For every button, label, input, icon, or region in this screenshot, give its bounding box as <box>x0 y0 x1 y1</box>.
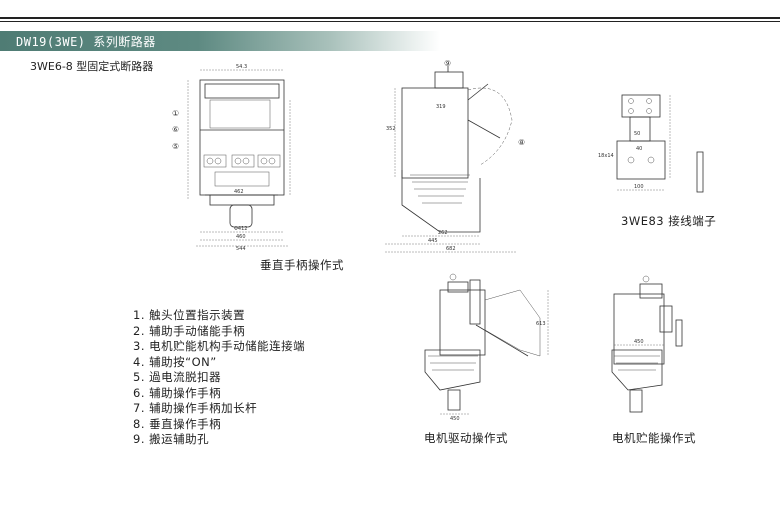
svg-text:50: 50 <box>634 131 640 137</box>
svg-text:682: 682 <box>446 246 456 252</box>
svg-text:462: 462 <box>234 189 244 195</box>
legend-item: 8. 垂直操作手柄 <box>133 416 222 431</box>
svg-text:544: 544 <box>236 246 246 252</box>
svg-text:445: 445 <box>428 238 438 244</box>
legend-item: 9. 搬运辅助孔 <box>133 432 210 446</box>
parts-legend: 1. 触头位置指示装置 2. 辅助手动储能手柄 3. 电机贮能机构手动储能连接端… <box>133 308 305 448</box>
svg-text:①: ① <box>172 109 179 118</box>
section-header-bar <box>0 31 440 51</box>
svg-text:450: 450 <box>634 339 644 345</box>
svg-text:100: 100 <box>634 184 644 190</box>
drawing-terminal: 100 50 40 18x14 <box>598 94 704 193</box>
svg-text:352: 352 <box>386 126 396 132</box>
svg-text:⑨: ⑨ <box>444 59 451 68</box>
svg-text:54.3: 54.3 <box>236 64 247 70</box>
drawing-motor-storage: 450 <box>611 275 683 413</box>
drawing-vertical-handle: 54.3 Φ412 460 544 462 ① ⑥ ⑤ <box>172 64 291 252</box>
legend-item: 3. 电机贮能机构手动储能连接端 <box>133 339 306 353</box>
svg-text:460: 460 <box>236 234 246 240</box>
drawing-side-view: 319 262 445 682 352 ⑨ ⑧ <box>385 59 525 253</box>
svg-text:⑤: ⑤ <box>172 142 179 151</box>
top-rule <box>0 17 780 19</box>
caption-terminal: 3WE83 接线端子 <box>621 214 717 228</box>
caption-motor-drive: 电机驱动操作式 <box>424 431 508 445</box>
legend-item: 5. 過电流脱扣器 <box>133 370 222 384</box>
section-title: DW19(3WE) 系列断路器 <box>16 35 156 49</box>
legend-item: 7. 辅助操作手柄加长杆 <box>133 401 258 415</box>
svg-text:450: 450 <box>450 416 460 422</box>
svg-text:⑧: ⑧ <box>518 138 525 147</box>
legend-item: 6. 辅助操作手柄 <box>133 385 222 400</box>
legend-item: 4. 辅助按“ON” <box>133 354 217 369</box>
svg-text:Φ412: Φ412 <box>234 226 247 232</box>
legend-item: 1. 触头位置指示装置 <box>133 308 246 322</box>
drawing-motor-drive: 450 613 <box>424 273 549 422</box>
svg-text:319: 319 <box>436 104 446 110</box>
caption-vertical-handle: 垂直手柄操作式 <box>260 258 344 272</box>
top-rule-thin <box>0 21 780 22</box>
legend-item: 2. 辅助手动储能手柄 <box>133 323 246 338</box>
caption-motor-storage: 电机贮能操作式 <box>612 431 696 445</box>
model-subtitle: 3WE6-8 型固定式断路器 <box>30 60 154 73</box>
svg-text:18x14: 18x14 <box>598 153 614 159</box>
svg-text:40: 40 <box>636 146 642 152</box>
svg-text:262: 262 <box>438 230 448 236</box>
svg-text:⑥: ⑥ <box>172 125 179 134</box>
svg-text:613: 613 <box>536 321 546 327</box>
